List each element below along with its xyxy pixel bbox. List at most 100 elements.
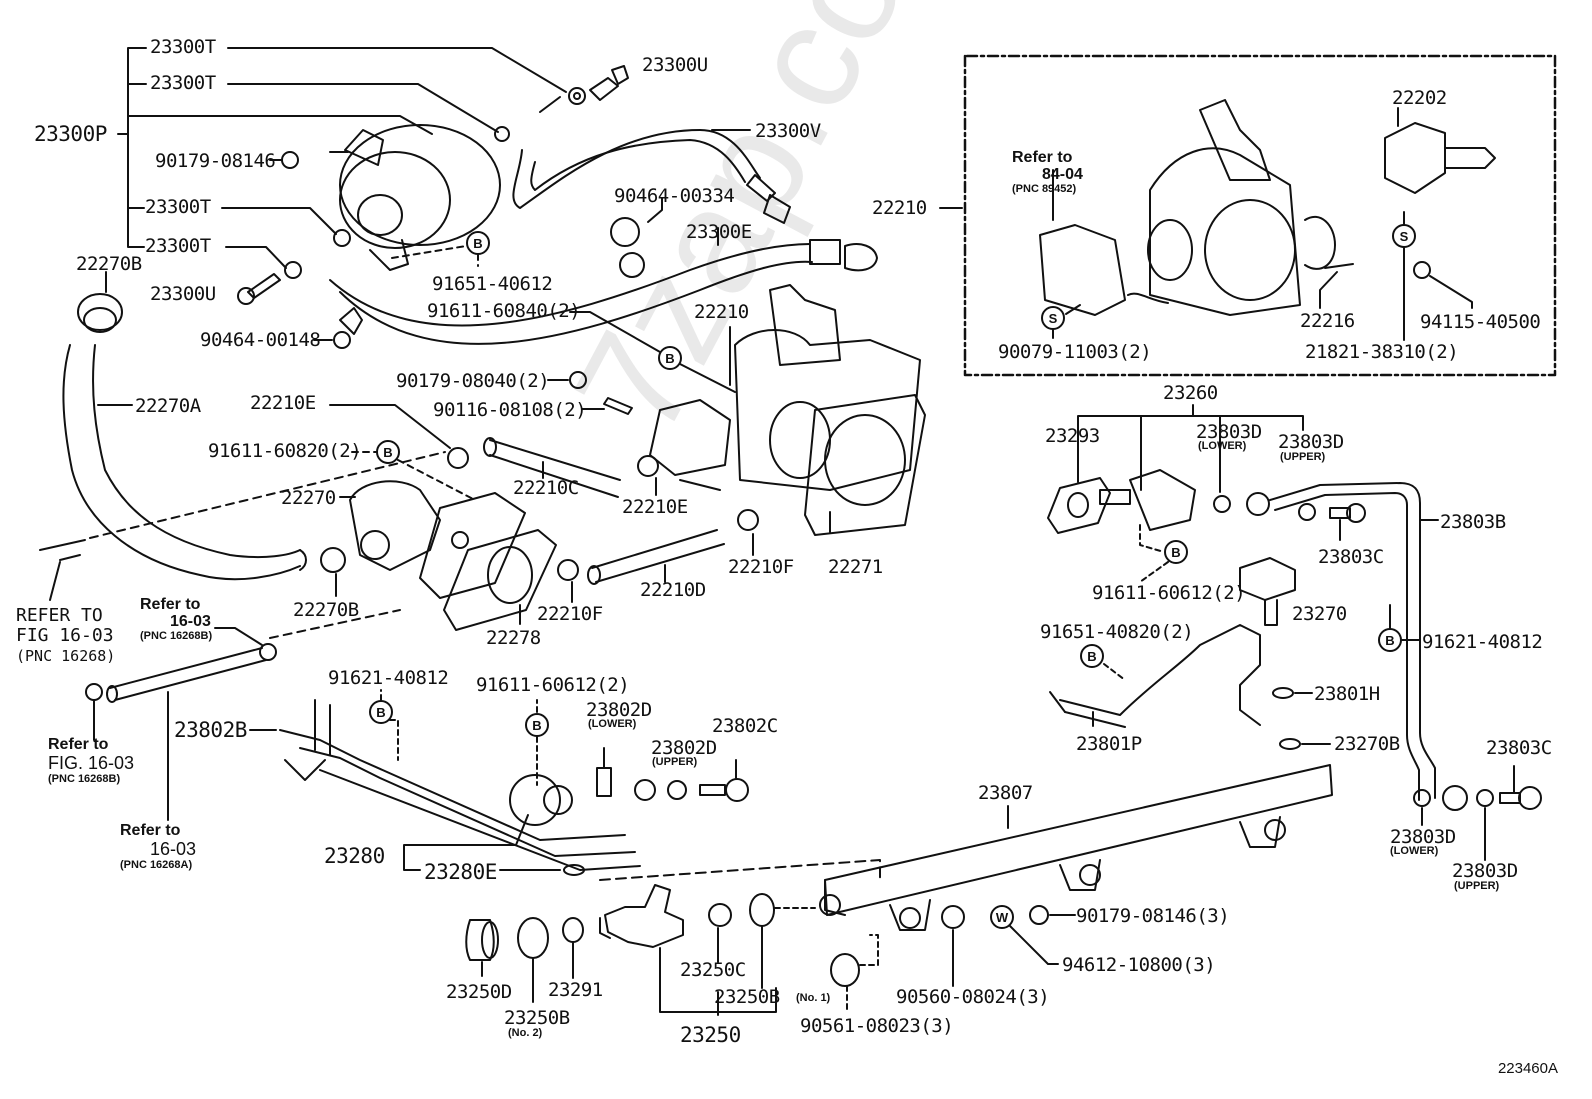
part-label-91621-40812[interactable]: 91621-40812 — [328, 667, 449, 689]
throttle-body-22210 — [649, 284, 926, 536]
part-label-22270B[interactable]: 22270B — [293, 599, 359, 621]
part-label-22210F[interactable]: 22210F — [728, 556, 794, 578]
grommet-23250D — [465, 919, 499, 961]
part-label-22210E[interactable]: 22210E — [622, 496, 688, 518]
part-label-22202[interactable]: 22202 — [1392, 87, 1447, 109]
part-label-90179-08146[interactable]: 90179-08146(3) — [1076, 905, 1230, 927]
washer-23803D-upper-bottom — [1476, 789, 1494, 807]
part-label-23260[interactable]: 23260 — [1163, 382, 1218, 404]
gasket-22278 — [443, 529, 557, 631]
part-label-23803C[interactable]: 23803C — [1318, 546, 1384, 568]
clamp-22210E-bottom — [637, 455, 659, 477]
part-label-23300P[interactable]: 23300P — [34, 122, 107, 146]
part-label-23300U[interactable]: 23300U — [642, 54, 708, 76]
union-fitting-bottom — [1442, 785, 1468, 811]
part-label-23802D-lower[interactable]: 23802D — [586, 699, 652, 721]
refer-note-16-03-pnc16268b[interactable]: Refer to 16-03 (PNC 16268B) — [140, 596, 213, 642]
part-label-91611-60840[interactable]: 91611-60840(2) — [427, 300, 581, 322]
part-label-94115-40500[interactable]: 94115-40500 — [1420, 311, 1541, 333]
part-label-22270[interactable]: 22270 — [281, 487, 336, 509]
part-label-23300E[interactable]: 23300E — [686, 221, 752, 243]
part-label-23250B[interactable]: 23250B — [504, 1007, 570, 1029]
part-label-91611-60612[interactable]: 91611-60612(2) — [476, 674, 630, 696]
part-label-23293[interactable]: 23293 — [1045, 425, 1100, 447]
part-label-22210[interactable]: 22210 — [694, 301, 749, 323]
part-label-91611-60612[interactable]: 91611-60612(2) — [1092, 582, 1246, 604]
part-label-23300T[interactable]: 23300T — [145, 196, 211, 218]
part-label-23270[interactable]: 23270 — [1292, 603, 1347, 625]
part-label-22270B[interactable]: 22270B — [76, 253, 142, 275]
part-label-22271[interactable]: 22271 — [828, 556, 883, 578]
union-bolt-23300U-top — [589, 65, 629, 101]
fuel-pipe-23803B — [1269, 482, 1436, 801]
part-label-23300V[interactable]: 23300V — [755, 120, 821, 142]
leader-refer-fig — [49, 561, 61, 601]
marker-S-2: S — [1049, 311, 1058, 326]
hose-23300E — [329, 239, 878, 345]
injector-23250 — [599, 884, 684, 948]
part-label-22210D[interactable]: 22210D — [640, 579, 706, 601]
part-label-90079-11003[interactable]: 90079-11003(2) — [998, 341, 1152, 363]
part-label-23807[interactable]: 23807 — [978, 782, 1033, 804]
part-label-23280E[interactable]: 23280E — [424, 860, 497, 884]
part-label-22270A[interactable]: 22270A — [135, 395, 201, 417]
part-label-23300T[interactable]: 23300T — [145, 235, 211, 257]
part-label-91651-40612[interactable]: 91651-40612 — [432, 273, 553, 295]
refer-note-16-03-pnc16268a[interactable]: Refer to 16-03 (PNC 16268A) — [120, 822, 197, 871]
part-label-23300T[interactable]: 23300T — [150, 72, 216, 94]
marker-B-5: B — [1385, 633, 1394, 648]
part-label-22210E[interactable]: 22210E — [250, 392, 316, 414]
part-label-23250D[interactable]: 23250D — [446, 981, 512, 1003]
part-label-23280[interactable]: 23280 — [324, 844, 385, 868]
part-label-23300U[interactable]: 23300U — [150, 283, 216, 305]
part-label-22216[interactable]: 22216 — [1300, 310, 1355, 332]
cold-start-injector-assembly — [329, 124, 501, 271]
part-label-23291[interactable]: 23291 — [548, 979, 603, 1001]
part-label-23803D-lower[interactable]: 23803D — [1390, 826, 1456, 848]
part-label-22278[interactable]: 22278 — [486, 627, 541, 649]
part-label-23250B[interactable]: 23250B — [714, 986, 780, 1008]
part-label-23801P[interactable]: 23801P — [1076, 733, 1142, 755]
part-label-23801H[interactable]: 23801H — [1314, 683, 1380, 705]
part-label-22210F[interactable]: 22210F — [537, 603, 603, 625]
part-label-23802C[interactable]: 23802C — [712, 715, 778, 737]
part-label-90464-00148[interactable]: 90464-00148 — [200, 329, 321, 351]
part-label-90179-08040[interactable]: 90179-08040(2) — [396, 370, 550, 392]
oring-23803D-lower-top — [1213, 495, 1231, 513]
marker-S-1: S — [1400, 229, 1409, 244]
part-label-90464-00334[interactable]: 90464-00334 — [614, 185, 735, 207]
bolt-marker-91611-60840 — [658, 346, 682, 370]
pressure-regulator-23260 — [1099, 469, 1196, 531]
washer-23300T-2 — [494, 126, 510, 142]
part-label-21821-38310[interactable]: 21821-38310(2) — [1305, 341, 1459, 363]
part-label-91621-40812[interactable]: 91621-40812 — [1422, 631, 1543, 653]
part-label-91611-60820[interactable]: 91611-60820(2) — [208, 440, 362, 462]
part-label-90561-08023[interactable]: 90561-08023(3) — [800, 1015, 954, 1037]
part-label-94612-10800[interactable]: 94612-10800(3) — [1062, 954, 1216, 976]
part-label-22210C[interactable]: 22210C — [513, 477, 579, 499]
part-label-23802B[interactable]: 23802B — [174, 718, 247, 742]
refer-note-fig-16-03[interactable]: REFER TO FIG 16-03 (PNC 16268) — [16, 605, 116, 666]
part-label-90560-08024[interactable]: 90560-08024(3) — [896, 986, 1050, 1008]
part-label-22210-inset[interactable]: 22210 — [872, 197, 927, 219]
clamp-22270B-bottom — [320, 547, 346, 573]
part-label-90179-08146[interactable]: 90179-08146 — [155, 150, 276, 172]
part-label-23803D-upper[interactable]: 23803D — [1452, 860, 1518, 882]
part-label-23802D-upper[interactable]: 23802D — [651, 737, 717, 759]
part-label-23803D-lower[interactable]: 23803D — [1196, 421, 1262, 443]
part-label-23300T[interactable]: 23300T — [150, 36, 216, 58]
part-label-23250[interactable]: 23250 — [680, 1023, 741, 1047]
refer-note-fig16-03-pnc16268b[interactable]: Refer to FIG. 16-03 (PNC 16268B) — [48, 736, 135, 785]
part-label-23250C[interactable]: 23250C — [680, 959, 746, 981]
refer-note-84-04[interactable]: Refer to 84-04 (PNC 89452) — [1012, 149, 1083, 195]
part-label-23270B[interactable]: 23270B — [1334, 733, 1400, 755]
part-label-23803B[interactable]: 23803B — [1440, 511, 1506, 533]
part-label-91651-40820[interactable]: 91651-40820(2) — [1040, 621, 1194, 643]
part-label-90116-08108[interactable]: 90116-08108(2) — [433, 399, 587, 421]
part-label-23803C[interactable]: 23803C — [1486, 737, 1552, 759]
part-label-23803D-upper[interactable]: 23803D — [1278, 431, 1344, 453]
bolt-23803C-top — [1329, 503, 1366, 523]
qualifier-no1: (No. 1) — [796, 992, 831, 1004]
leader-23280-bracket — [403, 814, 561, 871]
marker-B-3: B — [383, 445, 392, 460]
